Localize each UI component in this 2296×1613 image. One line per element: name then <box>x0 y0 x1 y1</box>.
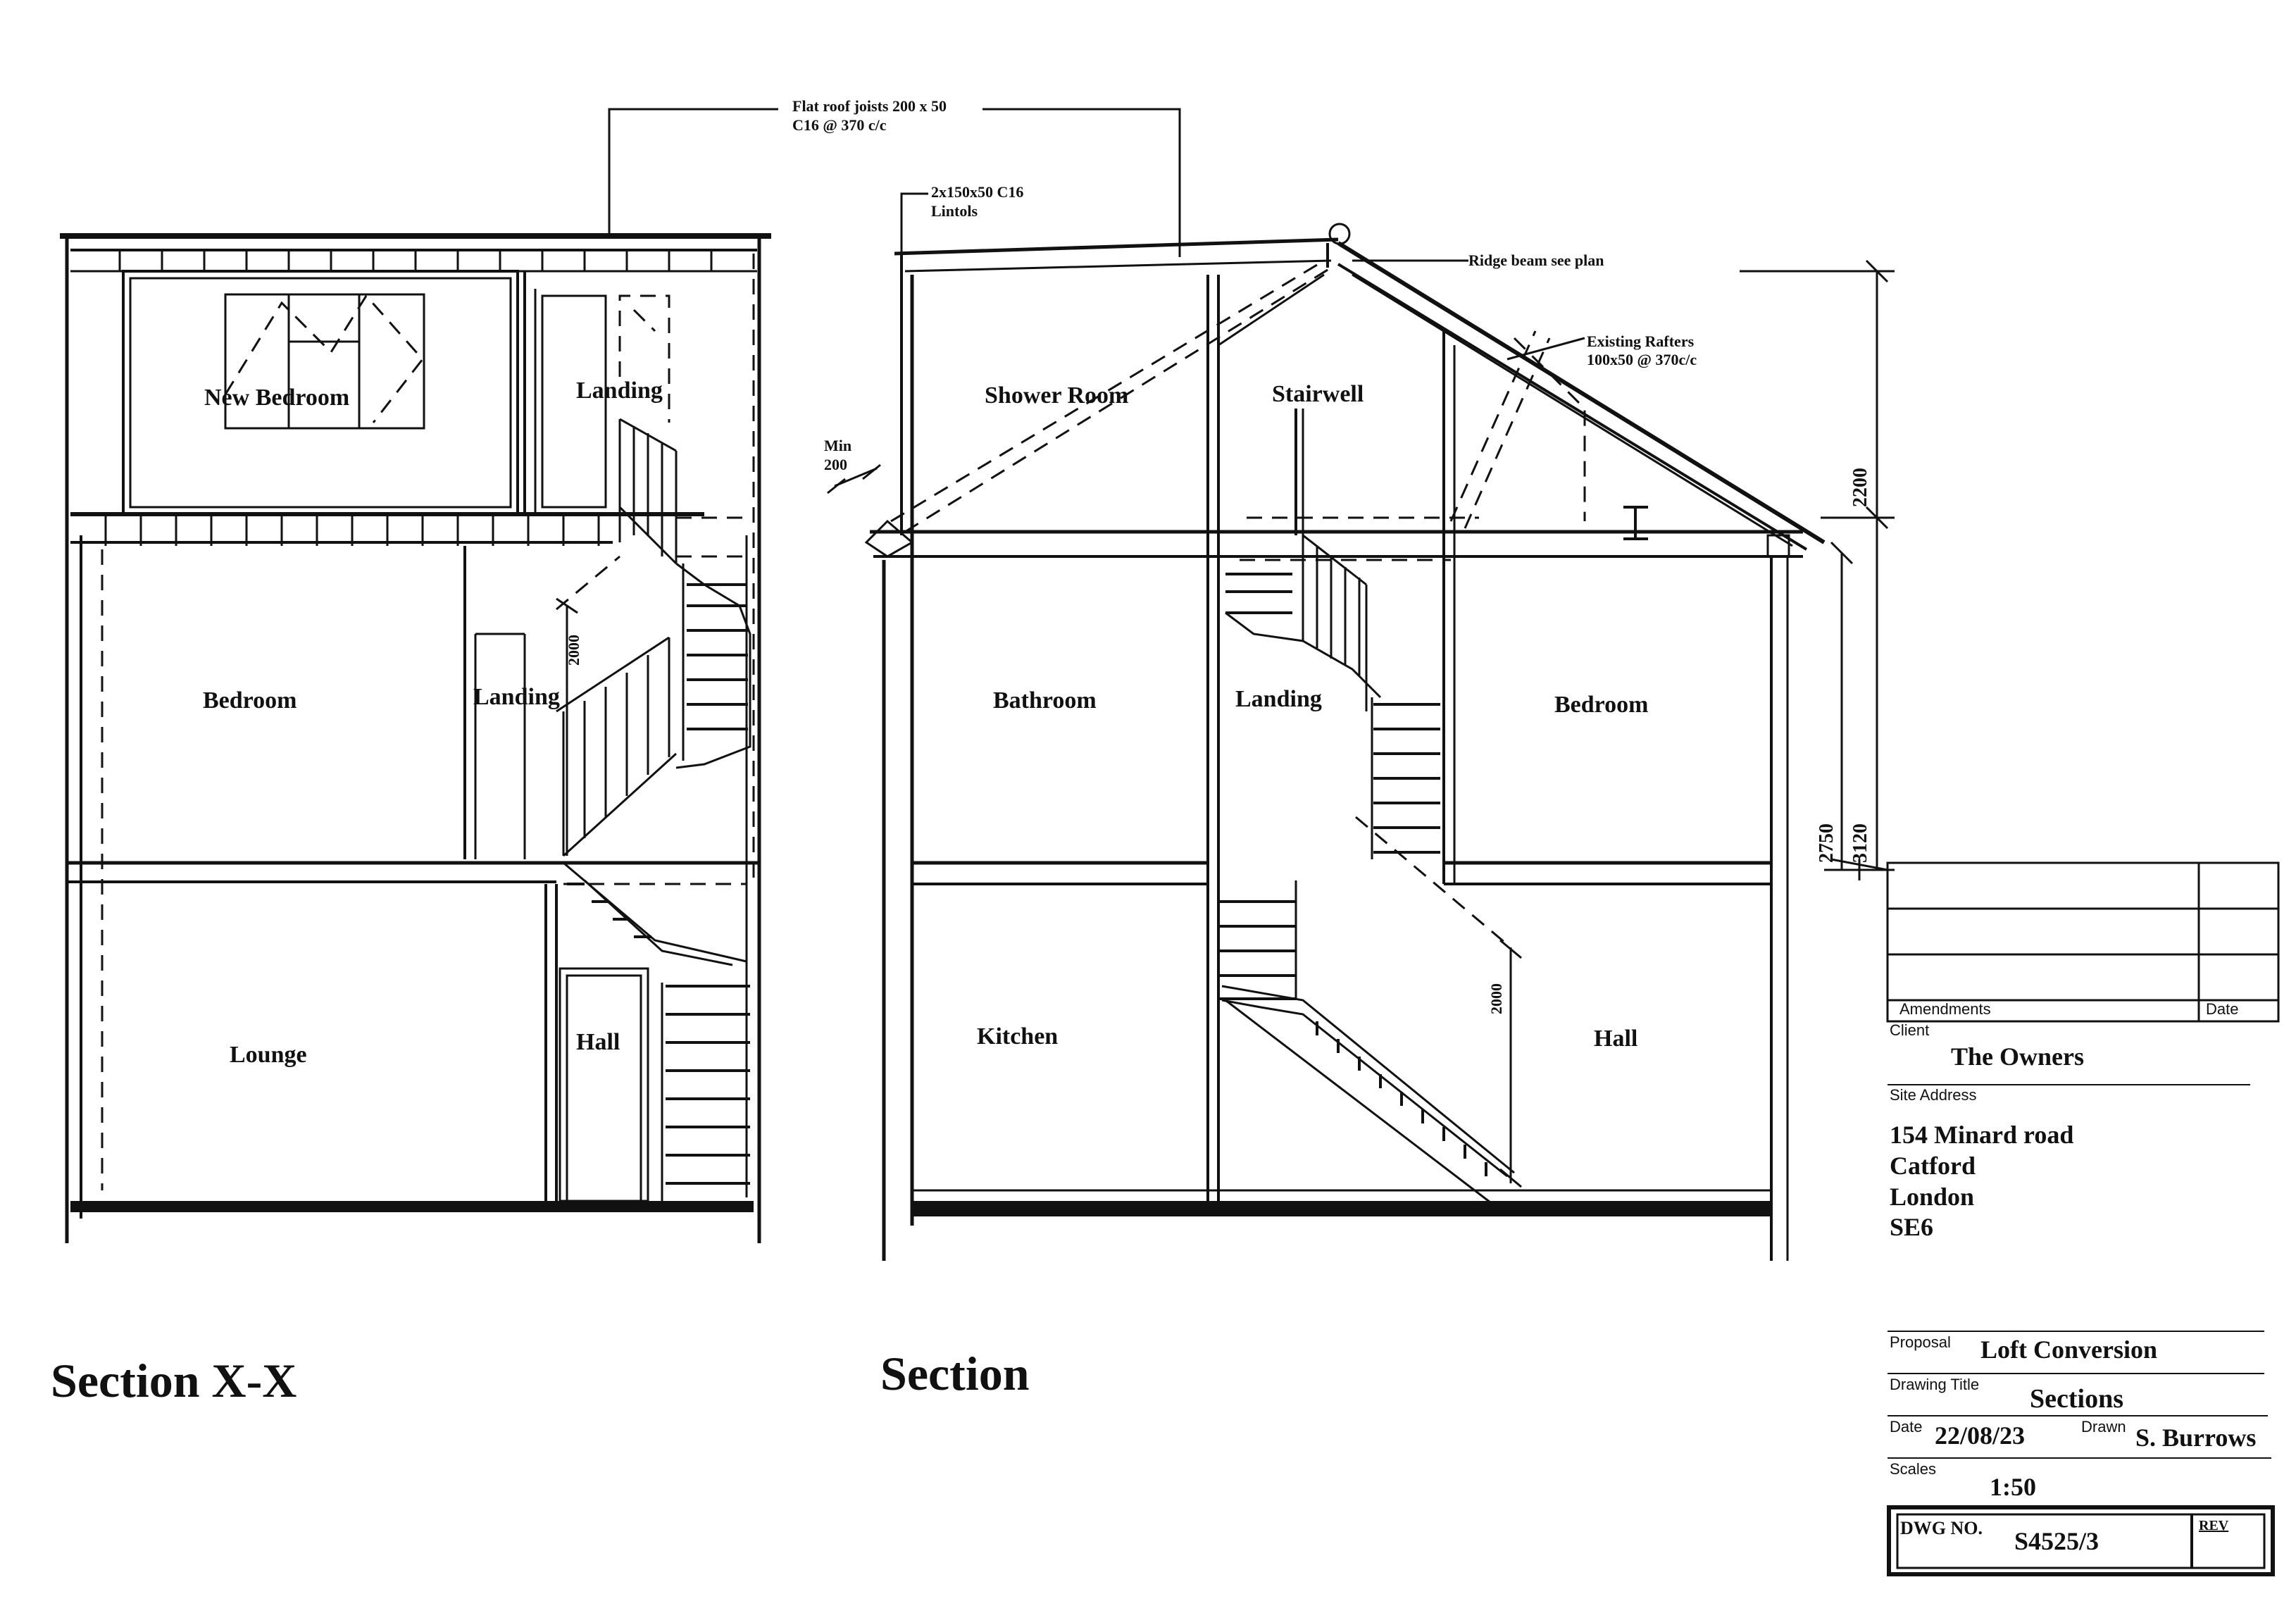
dimension-lower-a: 2750 <box>1816 823 1838 863</box>
overall-dimensions <box>1740 259 1895 880</box>
room-label-hall: Hall <box>1594 1026 1637 1052</box>
date-label: Date <box>1890 1418 1922 1435</box>
room-label-bathroom: Bathroom <box>993 687 1097 714</box>
room-label-bedroom: Bedroom <box>1554 692 1648 718</box>
dimension-lower-b: 3120 <box>1849 823 1871 863</box>
room-label-new-bedroom: New Bedroom <box>204 385 349 411</box>
date-value: 22/08/23 <box>1935 1421 2025 1450</box>
drawing-title-value: Sections <box>2030 1384 2123 1414</box>
room-label-landing-xx: Landing <box>473 684 560 710</box>
note-ridge-beam: Ridge beam see plan <box>1468 251 1604 269</box>
note-lintols-line2: Lintols <box>931 202 978 220</box>
client-value: The Owners <box>1951 1042 2084 1071</box>
proposal-label: Proposal <box>1890 1333 1951 1351</box>
section-xx <box>60 108 1181 1243</box>
note-lintols-line1: 2x150x50 C16 <box>931 183 1023 201</box>
room-label-kitchen: Kitchen <box>977 1023 1058 1050</box>
address-line-4: SE6 <box>1890 1213 1933 1241</box>
address-line-2: Catford <box>1890 1152 1976 1180</box>
dimension-stair-xx: 2000 <box>565 635 582 666</box>
room-label-landing-loft: Landing <box>576 378 663 404</box>
note-flat-roof-line1: Flat roof joists 200 x 50 <box>792 97 947 115</box>
rev-label: REV <box>2199 1518 2229 1533</box>
scales-label: Scales <box>1890 1460 1936 1478</box>
room-label-stairwell: Stairwell <box>1272 381 1364 407</box>
title-block <box>1886 861 2280 1576</box>
note-rafters-line2: 100x50 @ 370c/c <box>1587 351 1697 368</box>
room-label-shower-room: Shower Room <box>985 382 1128 409</box>
section-xx-title: Section X-X <box>51 1354 297 1407</box>
section-main <box>827 192 1826 1261</box>
room-label-landing: Landing <box>1235 686 1322 712</box>
room-label-hall-xx: Hall <box>576 1029 620 1055</box>
dimension-upper: 2200 <box>1849 468 1871 507</box>
address-line-1: 154 Minard road <box>1890 1121 2073 1149</box>
dwg-no-label: DWG NO. <box>1900 1518 1983 1538</box>
drawn-label: Drawn <box>2081 1418 2126 1435</box>
note-min-line2: 200 <box>824 456 847 473</box>
scale-value: 1:50 <box>1990 1473 2036 1501</box>
note-flat-roof-line2: C16 @ 370 c/c <box>792 116 887 134</box>
dimension-stair-section: 2000 <box>1487 983 1505 1014</box>
room-label-bedroom-xx: Bedroom <box>203 687 297 714</box>
drawn-value: S. Burrows <box>2135 1424 2256 1452</box>
site-address-label: Site Address <box>1890 1086 1977 1104</box>
dwg-no-value: S4525/3 <box>2014 1527 2099 1555</box>
client-label: Client <box>1890 1021 1929 1039</box>
proposal-value: Loft Conversion <box>1980 1335 2157 1364</box>
floor-joists-xx <box>104 514 600 546</box>
roof-joists-xx <box>118 250 713 271</box>
room-label-lounge: Lounge <box>230 1042 307 1068</box>
note-rafters-line1: Existing Rafters <box>1587 332 1695 350</box>
amendments-date-label: Date <box>2206 1000 2238 1018</box>
address-line-3: London <box>1890 1183 1974 1211</box>
note-min-line1: Min <box>824 437 851 454</box>
amendments-label: Amendments <box>1899 1000 1991 1018</box>
drawing-title-label: Drawing Title <box>1890 1376 1979 1393</box>
section-title: Section <box>880 1347 1030 1400</box>
